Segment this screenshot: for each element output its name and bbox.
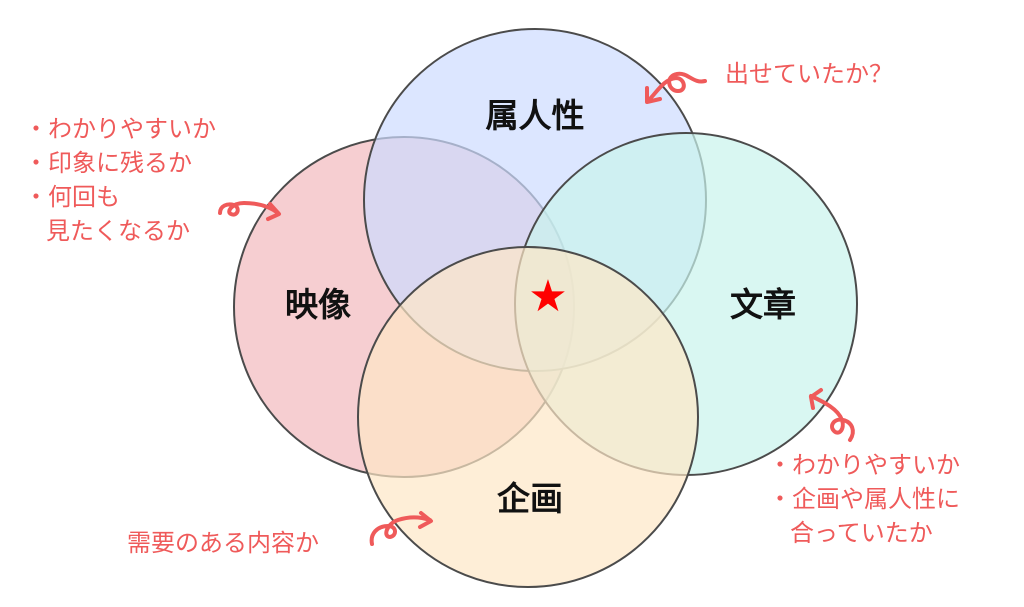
annotation-line: ・企画や属人性に — [768, 485, 960, 513]
annotation-bottom-left: 需要のある内容か — [127, 526, 319, 560]
bunsho-label: 文章 — [730, 285, 796, 324]
annotation-line: ・わかりやすいか — [24, 115, 216, 143]
annotation-line: ・何回も — [24, 183, 120, 211]
curly-arrow-icon-left — [218, 201, 281, 221]
annotation-line: 出せていたか？ — [725, 60, 893, 88]
star-icon: ★ — [528, 271, 567, 322]
annotation-line: 需要のある内容か — [127, 529, 319, 557]
curly-arrow-icon-top-right — [645, 71, 707, 104]
annotation-left: ・わかりやすいか ・印象に残るか ・何回も 見たくなるか — [24, 112, 216, 248]
zokusei-label: 属人性 — [486, 96, 585, 135]
annotation-line: ・わかりやすいか — [768, 451, 960, 479]
kikaku-circle — [357, 246, 699, 588]
curly-arrow-icon-bottom-right — [809, 388, 855, 442]
eizo-label: 映像 — [285, 285, 351, 324]
annotation-top-right: 出せていたか？ — [725, 57, 893, 91]
kikaku-label: 企画 — [497, 479, 563, 518]
curly-arrow-icon-bottom-left — [369, 511, 433, 546]
annotation-line: ・印象に残るか — [24, 149, 192, 177]
annotation-line: 見たくなるか — [46, 217, 190, 245]
annotation-bottom-right: ・わかりやすいか ・企画や属人性に 合っていたか — [768, 448, 960, 550]
annotation-line: 合っていたか — [790, 519, 933, 547]
